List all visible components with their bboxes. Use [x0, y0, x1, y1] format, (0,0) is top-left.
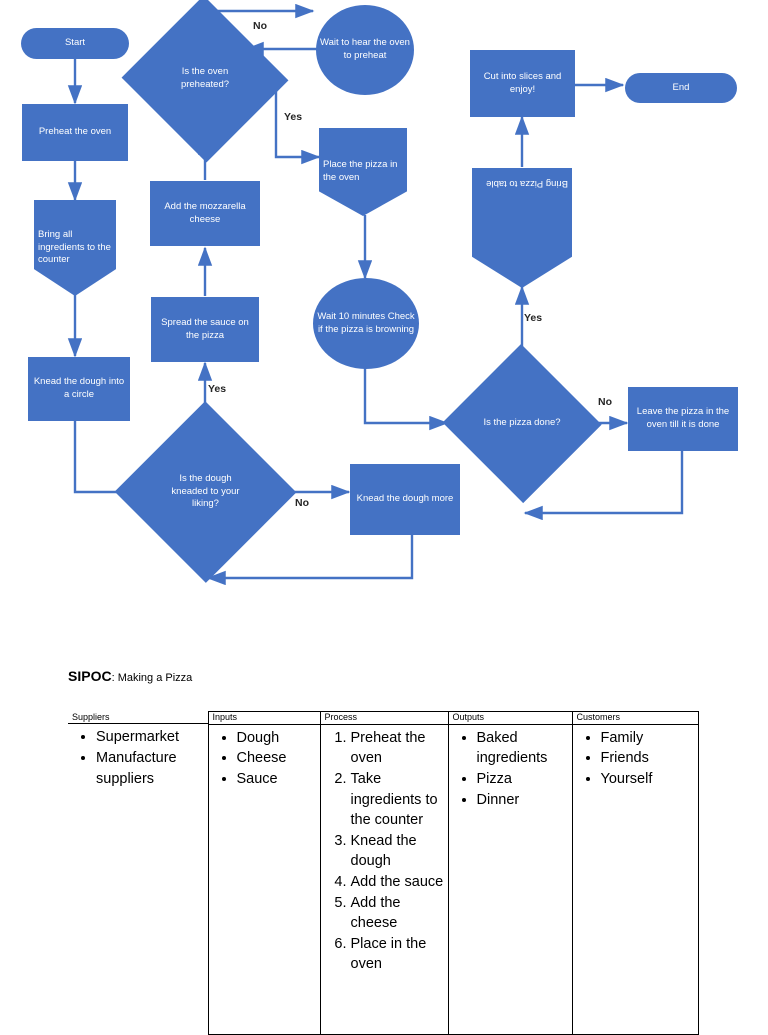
node-label: Is the pizza done? — [483, 417, 561, 429]
list-item: Friends — [601, 748, 694, 769]
list-item: Add the cheese — [351, 893, 444, 934]
edge-label-yes-dough: Yes — [208, 383, 227, 395]
node-place-pizza-in-oven: Place the pizza in the oven — [319, 128, 407, 216]
node-is-oven-preheated: Is the oven preheated? — [121, 0, 289, 163]
list-item: Baked ingredients — [477, 728, 568, 769]
list-item: Cheese — [237, 748, 316, 769]
sipoc-column-header-suppliers: Suppliers — [68, 712, 208, 725]
sipoc-cell-process: Preheat the oven Take ingredients to the… — [321, 725, 448, 1034]
sipoc-cell-suppliers: Supermarket Manufacture suppliers — [68, 724, 208, 1033]
list-item: Yourself — [601, 769, 694, 790]
flowchart-diagram: Start Preheat the oven Bring all ingredi… — [21, 0, 738, 586]
edge-label-yes-done: Yes — [524, 312, 543, 324]
sipoc-cell-inputs: Dough Cheese Sauce — [209, 725, 320, 1034]
node-leave-pizza-in-oven: Leave the pizza in the oven till it is d… — [628, 387, 738, 451]
list-item: Take ingredients to the counter — [351, 769, 444, 831]
edge-label-no-preheated: No — [253, 20, 267, 32]
sipoc-column-header-process: Process — [320, 712, 448, 725]
sipoc-table: Suppliers Supermarket Manufacture suppli… — [68, 711, 699, 1035]
node-spread-sauce: Spread the sauce on the pizza — [151, 297, 259, 362]
sipoc-header-row: Suppliers Supermarket Manufacture suppli… — [68, 711, 699, 1035]
edge-label-no-dough: No — [295, 497, 309, 509]
list-item: Pizza — [477, 769, 568, 790]
list-item: Manufacture suppliers — [96, 748, 204, 789]
sipoc-column-header-outputs: Outputs — [448, 712, 572, 725]
node-preheat-oven: Preheat the oven — [22, 104, 128, 161]
sipoc-title-subtitle: : Making a Pizza — [111, 672, 193, 684]
node-label: Is the dough kneaded to your liking? — [171, 473, 240, 510]
sipoc-column-header-customers: Customers — [572, 712, 698, 725]
list-item: Knead the dough — [351, 831, 444, 872]
node-label: Is the oven preheated? — [180, 66, 230, 90]
sipoc-title-main: SIPOC — [68, 668, 112, 684]
sipoc-cell-outputs: Baked ingredients Pizza Dinner — [449, 725, 572, 1034]
node-wait-10-minutes: Wait 10 minutes Check if the pizza is br… — [313, 278, 419, 369]
list-item: Dough — [237, 728, 316, 749]
list-item: Supermarket — [96, 727, 204, 748]
node-is-dough-kneaded: Is the dough kneaded to your liking? — [114, 401, 297, 583]
node-is-pizza-done: Is the pizza done? — [442, 343, 602, 504]
list-item: Place in the oven — [351, 934, 444, 975]
list-item: Preheat the oven — [351, 728, 444, 769]
node-knead-into-circle: Knead the dough into a circle — [28, 357, 130, 421]
node-add-mozzarella: Add the mozzarella cheese — [150, 181, 260, 246]
edge-label-no-done: No — [598, 396, 612, 408]
node-cut-into-slices: Cut into slices and enjoy! — [470, 50, 575, 117]
sipoc-title: SIPOC: Making a Pizza — [68, 668, 192, 686]
list-item: Sauce — [237, 769, 316, 790]
flowchart-connectors — [67, 3, 684, 586]
list-item: Family — [601, 728, 694, 749]
node-start: Start — [21, 28, 129, 59]
list-item: Dinner — [477, 790, 568, 811]
list-item: Add the sauce — [351, 872, 444, 893]
sipoc-column-header-inputs: Inputs — [208, 712, 320, 725]
node-knead-dough-more: Knead the dough more — [350, 464, 460, 535]
edge-label-yes-preheated: Yes — [284, 111, 303, 123]
node-wait-hear-oven: Wait to hear the oven to preheat — [316, 5, 414, 95]
sipoc-cell-customers: Family Friends Yourself — [573, 725, 698, 1034]
node-end: End — [625, 73, 737, 103]
